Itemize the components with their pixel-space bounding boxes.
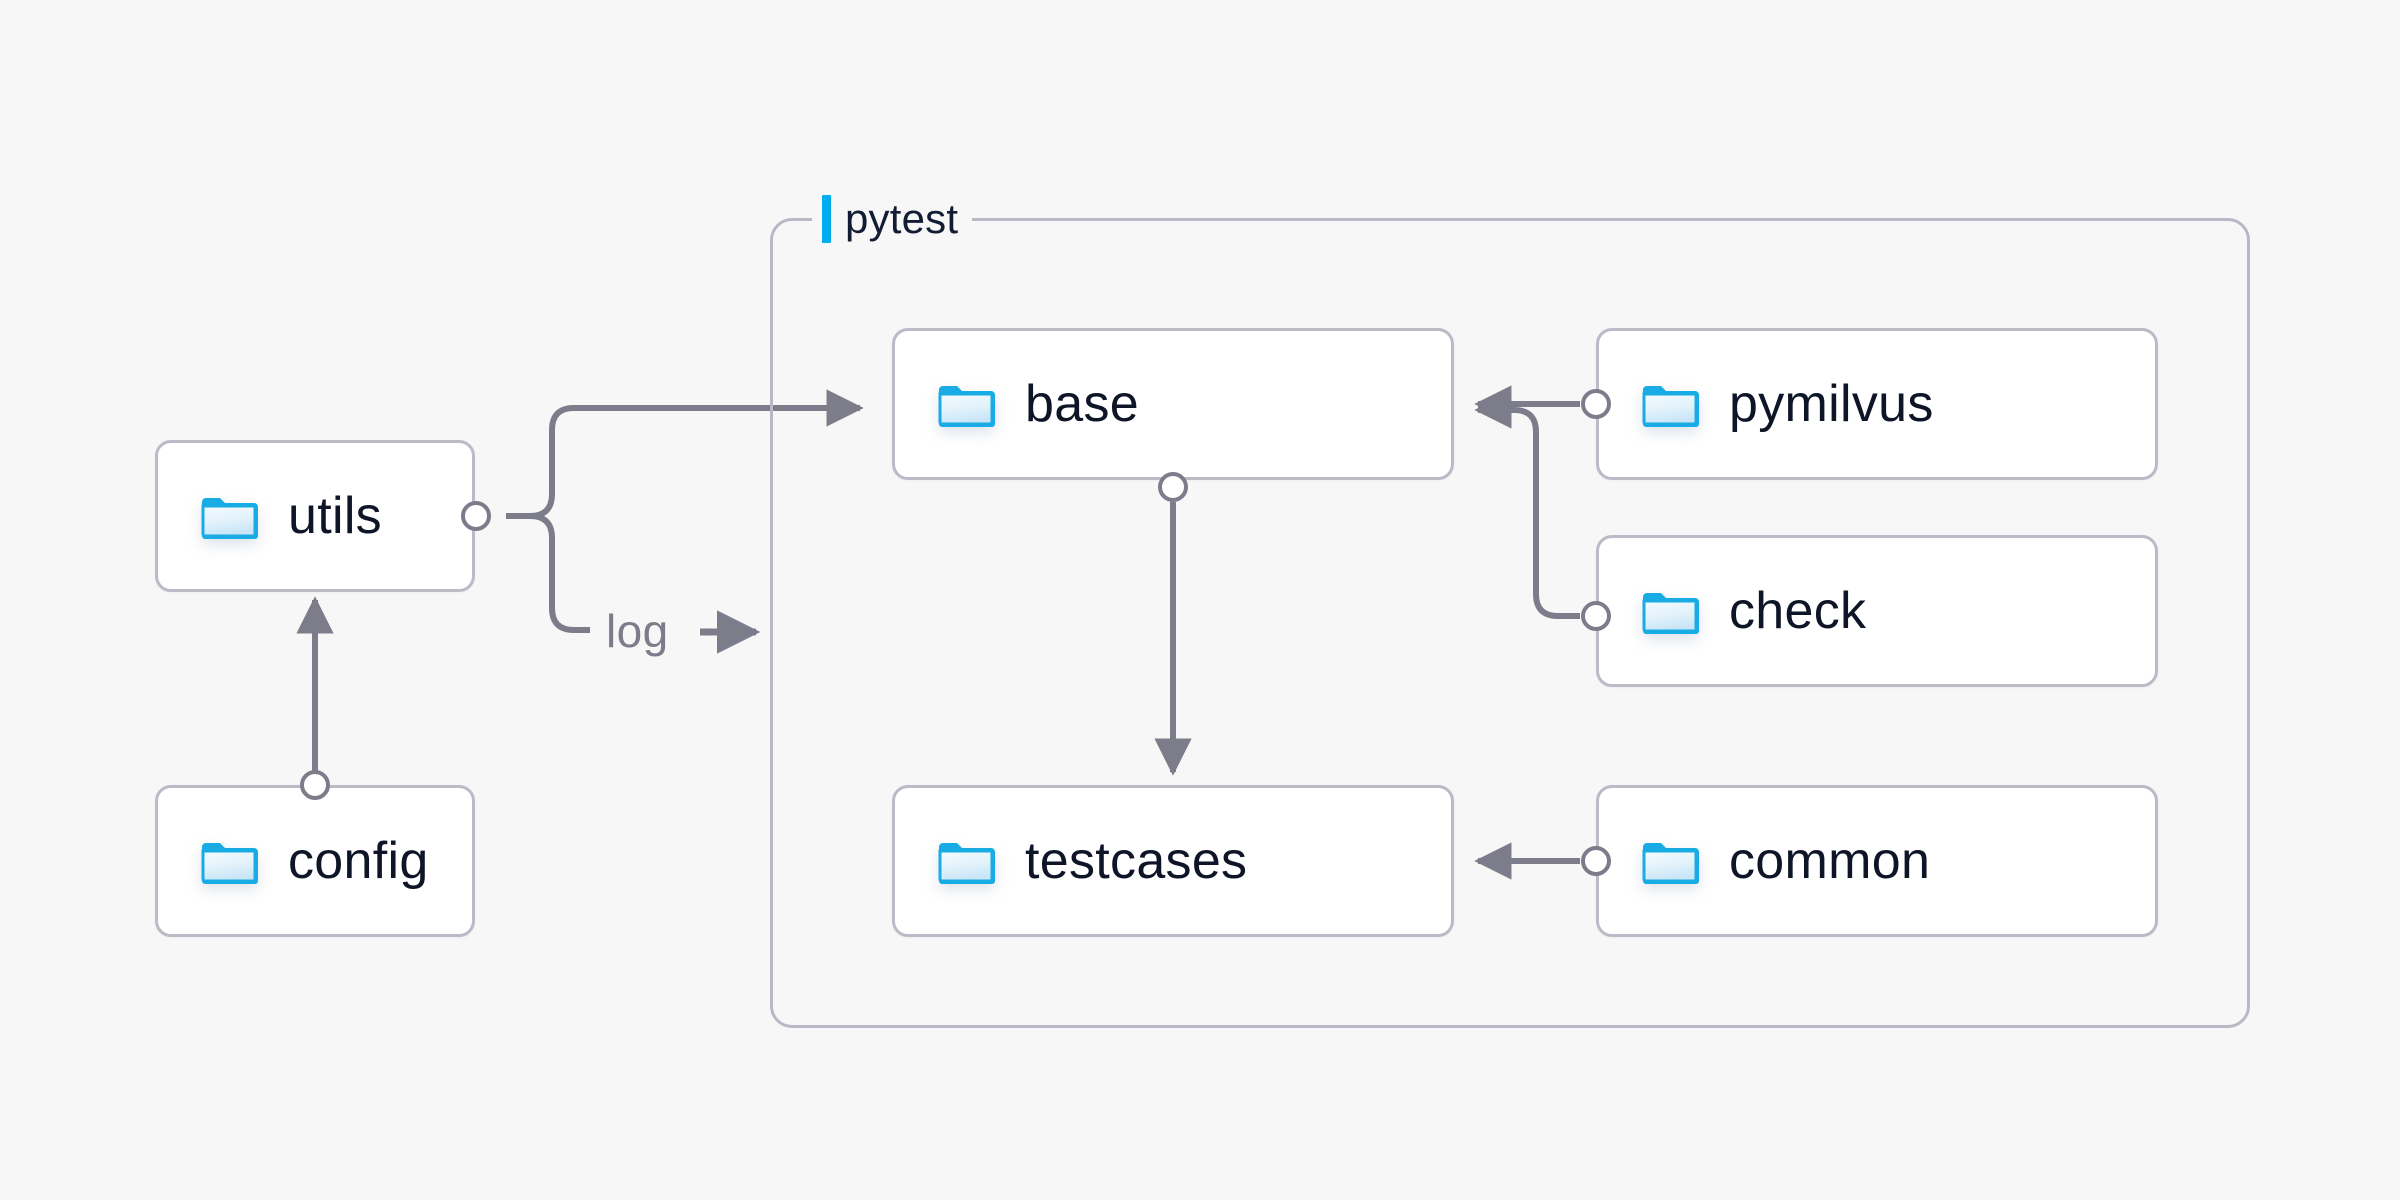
folder-icon bbox=[937, 837, 995, 885]
port-check-left[interactable] bbox=[1581, 601, 1611, 631]
node-label: check bbox=[1729, 582, 1867, 640]
node-label: pymilvus bbox=[1729, 375, 1934, 433]
node-label: utils bbox=[288, 487, 382, 545]
node-check[interactable]: check bbox=[1596, 535, 2158, 687]
node-label: common bbox=[1729, 832, 1931, 890]
port-pymilvus-left[interactable] bbox=[1581, 389, 1611, 419]
port-base-bottom[interactable] bbox=[1158, 472, 1188, 502]
group-pytest-label: pytest bbox=[812, 190, 973, 248]
edge-label-log: log bbox=[606, 605, 669, 657]
node-label: testcases bbox=[1025, 832, 1248, 890]
port-utils-right[interactable] bbox=[461, 501, 491, 531]
node-base[interactable]: base bbox=[892, 328, 1454, 480]
node-common[interactable]: common bbox=[1596, 785, 2158, 937]
node-testcases[interactable]: testcases bbox=[892, 785, 1454, 937]
folder-icon bbox=[200, 492, 258, 540]
group-title-text: pytest bbox=[845, 195, 959, 242]
folder-icon bbox=[200, 837, 258, 885]
node-label: base bbox=[1025, 375, 1139, 433]
folder-icon bbox=[1641, 587, 1699, 635]
port-common-left[interactable] bbox=[1581, 846, 1611, 876]
edge-utils-to-log bbox=[506, 513, 590, 633]
node-utils[interactable]: utils bbox=[155, 440, 475, 592]
node-config[interactable]: config bbox=[155, 785, 475, 937]
group-pytest bbox=[770, 218, 2250, 1028]
node-pymilvus[interactable]: pymilvus bbox=[1596, 328, 2158, 480]
folder-icon bbox=[1641, 380, 1699, 428]
folder-icon bbox=[937, 380, 995, 428]
folder-icon bbox=[1641, 837, 1699, 885]
port-config-top[interactable] bbox=[300, 770, 330, 800]
accent-bar-icon bbox=[822, 195, 831, 243]
node-label: config bbox=[288, 832, 429, 890]
